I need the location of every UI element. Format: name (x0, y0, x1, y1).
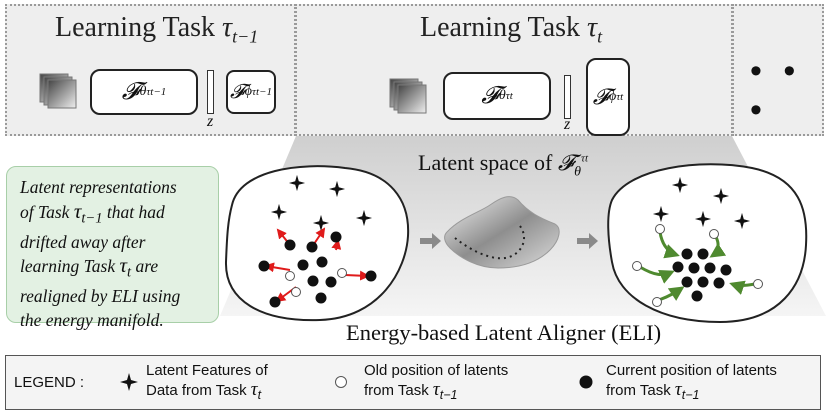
latent-z-prev-bar (207, 70, 214, 114)
task-curr-title: Learning Task τt (420, 12, 603, 47)
old-latent-dot (291, 287, 301, 297)
latent-z-curr-label: z (564, 116, 571, 133)
old-latent-dot-icon (335, 376, 347, 388)
old-latent-dot (655, 224, 665, 234)
realign-arrow (709, 236, 727, 258)
callout-line: drifted away after (20, 231, 146, 252)
current-latent-dot (297, 259, 309, 271)
input-images-icon (39, 73, 77, 109)
legend-box: LEGEND : Latent Features of Data from Ta… (5, 355, 821, 410)
callout-line: learning Task τt are (20, 253, 159, 281)
current-latent-dot (365, 270, 377, 282)
old-latent-dot (652, 297, 662, 307)
current-latent-dot (284, 239, 296, 251)
old-latent-dot (709, 229, 719, 239)
legend-item-features: Latent Features of Data from Task τt (146, 362, 268, 402)
current-latent-dot (307, 275, 319, 287)
current-latent-dot (697, 248, 709, 260)
legend-item-current-latents: Current position of latents from Task τt… (606, 362, 777, 402)
drift-arrow (344, 270, 370, 281)
realign-arrow (729, 280, 756, 295)
current-latent-dot (697, 276, 709, 288)
old-latent-dot (337, 268, 347, 278)
current-latent-dot (681, 248, 693, 260)
callout-line: of Task τt−1 that had (20, 198, 165, 226)
old-latent-dot (632, 261, 642, 271)
callout-line: the energy manifold. (20, 309, 164, 330)
current-latent-dot (315, 292, 327, 304)
current-latent-dot (720, 264, 732, 276)
drift-explanation-callout: Latent representations of Task τt−1 that… (6, 166, 219, 330)
current-latent-dot (713, 277, 725, 289)
old-latent-dot (285, 271, 295, 281)
task-more-panel (732, 4, 824, 136)
latent-z-prev-label: z (207, 113, 214, 130)
old-latent-dot (753, 279, 763, 289)
current-latent-dot (316, 256, 328, 268)
current-latent-dot (688, 262, 700, 274)
realign-arrow (658, 231, 680, 259)
latent-blob-before (224, 165, 410, 322)
more-tasks-ellipsis: • • • (750, 52, 802, 129)
current-latent-dot (330, 231, 342, 243)
current-latent-dot (325, 276, 337, 288)
callout-line: realigned by ELI using (20, 286, 181, 306)
flow-arrow-icon (577, 233, 598, 249)
input-images-icon (389, 78, 427, 114)
current-latent-dot (691, 290, 703, 302)
legend-label: LEGEND : (14, 374, 85, 391)
drift-arrow (331, 239, 342, 251)
current-latent-dot (704, 262, 716, 274)
feature-star-icon (120, 373, 138, 391)
energy-manifold-surface (444, 196, 560, 269)
realign-arrow (639, 265, 675, 284)
current-latent-dot (306, 241, 318, 253)
legend-item-old-latents: Old position of latents from Task τt−1 (364, 362, 509, 402)
realign-arrow (658, 286, 685, 302)
latent-blob-after (607, 163, 808, 324)
current-latent-dot (269, 296, 281, 308)
latent-z-curr-bar (564, 75, 571, 119)
current-latent-dot (681, 276, 693, 288)
current-latent-dot-icon (579, 375, 593, 389)
drift-arrow (264, 262, 291, 273)
latent-space-title: Latent space of 𝓕θτt (418, 150, 589, 180)
eli-title: Energy-based Latent Aligner (ELI) (346, 320, 662, 345)
current-latent-dot (672, 261, 684, 273)
flow-arrow-icon (420, 233, 441, 249)
current-latent-dot (258, 260, 270, 272)
callout-line: Latent representations (20, 177, 177, 197)
task-prev-title: Learning Task τt−1 (55, 12, 259, 47)
